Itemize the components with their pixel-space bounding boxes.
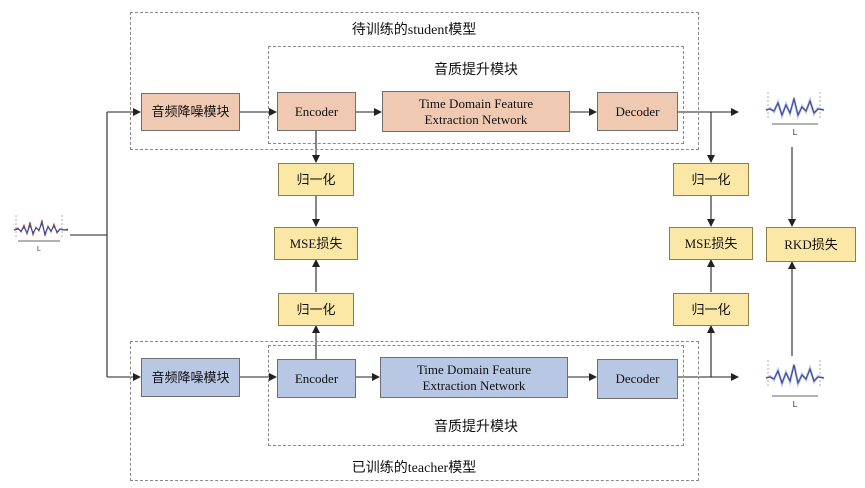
teacher-decoder-block: Decoder bbox=[597, 359, 678, 399]
student-output-length-label: L bbox=[793, 128, 798, 137]
teacher-tdfen-line2: Extraction Network bbox=[422, 377, 526, 393]
input-length-label: L bbox=[37, 246, 41, 252]
student-model-frame bbox=[130, 12, 699, 150]
student-encoder-block: Encoder bbox=[277, 92, 356, 131]
student-tdfen-line1: Time Domain Feature bbox=[418, 95, 534, 111]
student-encoder-label: Encoder bbox=[294, 103, 339, 119]
encoder-student-norm-label: 归一化 bbox=[296, 171, 336, 187]
encoder-mse-loss: MSE损失 bbox=[274, 227, 358, 260]
teacher-denoise-label: 音频降噪模块 bbox=[151, 369, 230, 385]
teacher-encoder-block: Encoder bbox=[277, 359, 356, 398]
student-tdfen-line2: Extraction Network bbox=[424, 111, 528, 127]
encoder-teacher-norm: 归一化 bbox=[278, 293, 354, 326]
teacher-model-frame bbox=[130, 341, 699, 481]
student-enhance-title: 音质提升模块 bbox=[434, 63, 518, 78]
teacher-tdfen-block: Time Domain Feature Extraction Network bbox=[380, 357, 568, 398]
decoder-teacher-norm-label: 归一化 bbox=[691, 301, 731, 317]
teacher-encoder-label: Encoder bbox=[294, 370, 339, 386]
student-enhance-frame bbox=[268, 46, 684, 144]
rkd-loss: RKD损失 bbox=[766, 227, 856, 262]
decoder-student-norm-label: 归一化 bbox=[691, 171, 731, 187]
decoder-student-norm: 归一化 bbox=[673, 163, 749, 196]
teacher-model-title: 已训练的teacher模型 bbox=[351, 461, 477, 476]
decoder-teacher-norm: 归一化 bbox=[673, 293, 749, 326]
rkd-loss-label: RKD损失 bbox=[784, 236, 838, 252]
student-decoder-block: Decoder bbox=[597, 92, 678, 131]
input-waveform-icon: L bbox=[13, 215, 69, 252]
teacher-denoise-block: 音频降噪模块 bbox=[141, 358, 240, 397]
student-denoise-block: 音频降噪模块 bbox=[141, 93, 240, 131]
teacher-tdfen-line1: Time Domain Feature bbox=[416, 361, 532, 377]
teacher-decoder-label: Decoder bbox=[615, 371, 660, 386]
student-output-waveform-icon: L bbox=[765, 92, 825, 137]
encoder-student-norm: 归一化 bbox=[278, 163, 354, 196]
teacher-output-waveform-icon: L bbox=[765, 360, 825, 409]
decoder-mse-loss-label: MSE损失 bbox=[684, 235, 738, 251]
decoder-mse-loss: MSE损失 bbox=[669, 227, 753, 260]
encoder-teacher-norm-label: 归一化 bbox=[296, 301, 336, 317]
student-denoise-label: 音频降噪模块 bbox=[151, 104, 230, 119]
teacher-enhance-frame bbox=[268, 345, 684, 446]
teacher-enhance-title: 音质提升模块 bbox=[434, 420, 518, 435]
teacher-output-length-label: L bbox=[793, 400, 798, 409]
student-tdfen-block: Time Domain Feature Extraction Network bbox=[382, 91, 570, 132]
encoder-mse-loss-label: MSE损失 bbox=[289, 235, 343, 251]
student-decoder-label: Decoder bbox=[615, 103, 660, 119]
student-model-title: 待训练的student模型 bbox=[351, 23, 477, 38]
